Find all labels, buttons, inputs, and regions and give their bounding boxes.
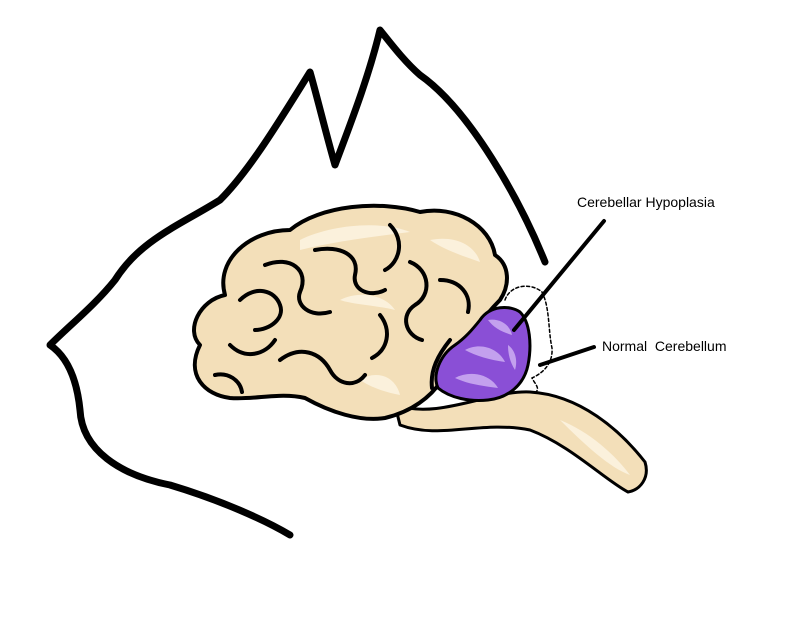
cerebrum-highlight-3 xyxy=(360,375,400,395)
brain-folds xyxy=(213,223,471,394)
normal-pointer-line xyxy=(538,345,596,367)
cerebrum xyxy=(192,203,509,421)
cerebrum-highlight-2 xyxy=(340,294,395,310)
cerebrum-highlight-4 xyxy=(430,238,480,262)
cat-head-outline xyxy=(46,26,549,539)
cerebrum-highlight-1 xyxy=(300,225,410,250)
label-cerebellar-hypoplasia: Cerebellar Hypoplasia xyxy=(577,194,715,210)
brainstem-highlight xyxy=(560,420,630,475)
brainstem xyxy=(393,390,648,494)
cerebellum-folia xyxy=(455,319,517,388)
hypoplasia-pointer-line xyxy=(512,219,606,332)
label-normal-cerebellum: Normal Cerebellum xyxy=(602,338,727,354)
normal-cerebellum-outline xyxy=(504,285,553,393)
